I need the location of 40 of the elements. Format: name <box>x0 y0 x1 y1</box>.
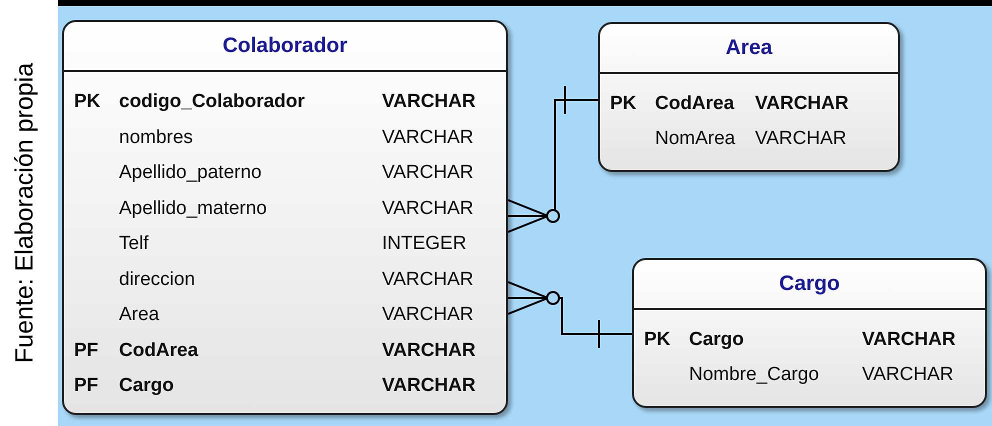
relationship-line <box>507 85 598 233</box>
key-label: PK <box>644 328 670 352</box>
field-name: CodArea <box>655 92 734 116</box>
field-name: NomArea <box>655 127 736 151</box>
field-type: VARCHAR <box>382 196 474 220</box>
field-type: VARCHAR <box>382 90 476 114</box>
field-type: VARCHAR <box>382 338 476 362</box>
field-type: VARCHAR <box>382 161 474 185</box>
entity-title: Colaborador <box>222 33 348 59</box>
field-type: VARCHAR <box>755 92 849 116</box>
field-name: Apellido_materno <box>119 196 267 220</box>
field-name: Area <box>119 303 160 327</box>
key-label: PF <box>74 338 98 362</box>
field-type: VARCHAR <box>755 127 846 151</box>
source-caption: Fuente: Elaboración propia <box>10 62 40 364</box>
field-type: VARCHAR <box>382 126 474 150</box>
field-name: direccion <box>119 268 196 292</box>
entity-title: Cargo <box>778 271 841 297</box>
field-type: VARCHAR <box>382 303 474 327</box>
field-type: INTEGER <box>382 232 466 256</box>
field-name: Cargo <box>689 328 744 352</box>
field-type: VARCHAR <box>862 328 956 352</box>
field-name: Nombre_Cargo <box>689 363 819 387</box>
key-label: PK <box>610 92 636 116</box>
field-name: Apellido_paterno <box>119 161 262 185</box>
entity-table <box>598 22 900 172</box>
field-name: Telf <box>119 232 149 256</box>
key-label: PF <box>74 374 98 398</box>
field-type: VARCHAR <box>382 268 474 292</box>
entity-table <box>632 258 987 408</box>
field-name: nombres <box>119 126 193 150</box>
relationship-line <box>507 281 632 349</box>
entity-title: Area <box>724 35 774 61</box>
entity-table <box>62 20 508 415</box>
field-name: Cargo <box>119 374 174 398</box>
field-name: CodArea <box>119 338 198 362</box>
field-type: VARCHAR <box>382 374 476 398</box>
field-name: codigo_Colaborador <box>119 90 305 114</box>
key-label: PK <box>74 90 100 114</box>
field-type: VARCHAR <box>862 363 954 387</box>
